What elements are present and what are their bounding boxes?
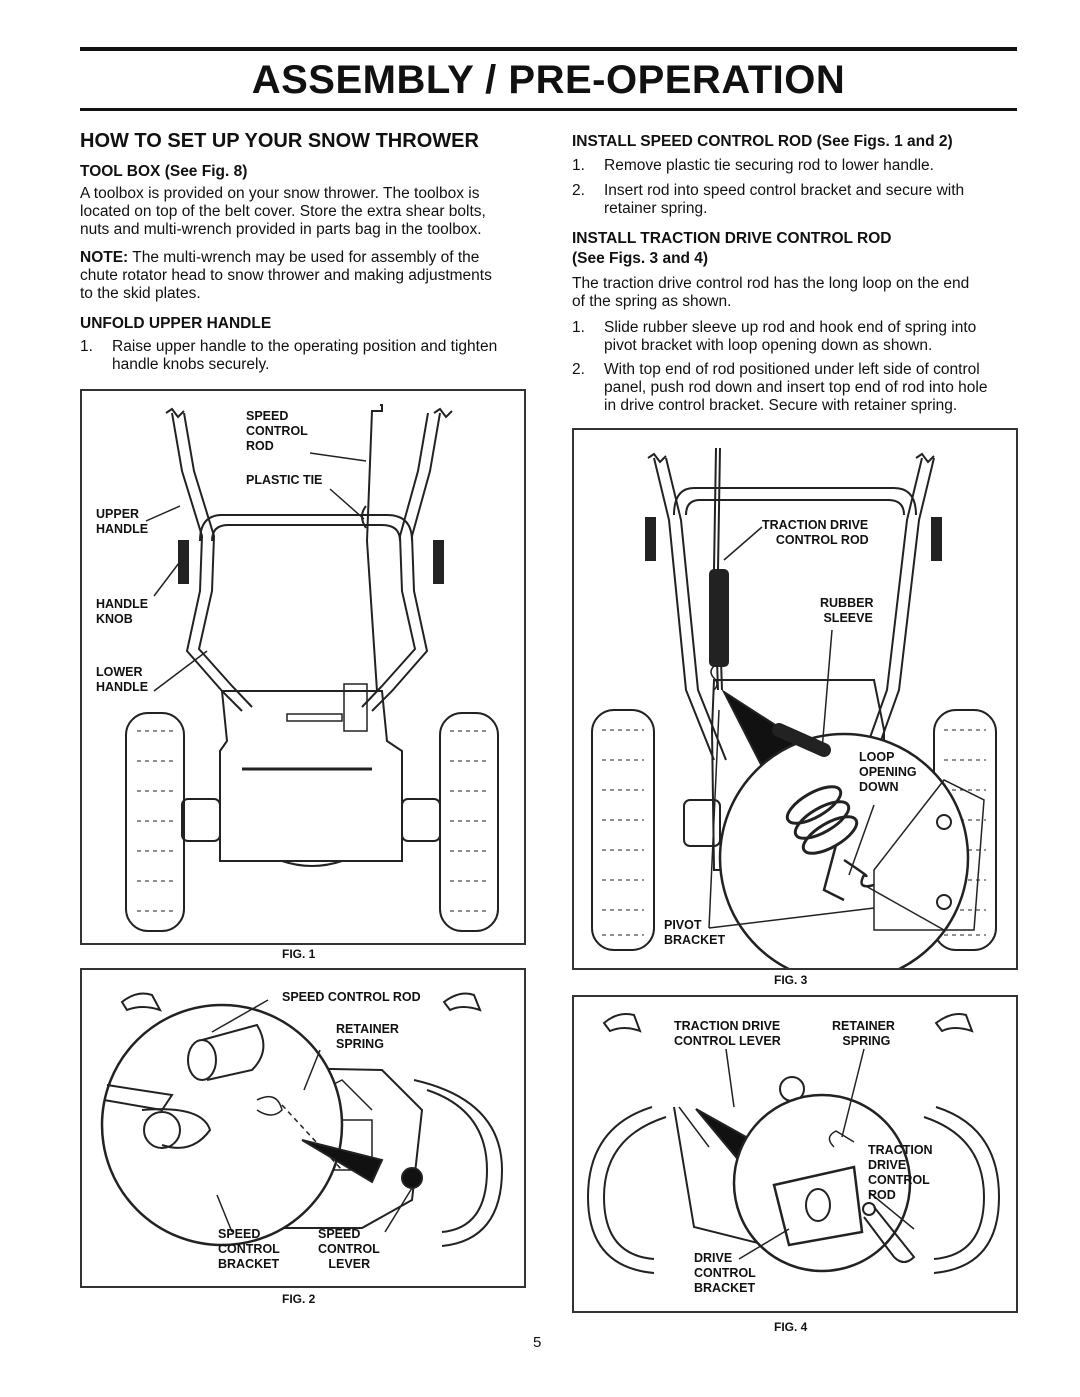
figure-1: SPEED CONTROL ROD PLASTIC TIE UPPER HAND… [80,389,526,945]
fig1-caption: FIG. 1 [282,947,316,961]
unfold-step-line-2: handle knobs securely. [112,356,270,373]
fig1-label-plastic-tie: PLASTIC TIE [246,473,323,487]
toolbox-line-1: A toolbox is provided on your snow throw… [80,185,480,202]
figure-3-drawing [591,447,997,968]
toolbox-paragraph: A toolbox is provided on your snow throw… [80,185,525,239]
fig3-caption: FIG. 3 [774,973,808,987]
toolbox-line-2: located on top of the belt cover. Store … [80,203,486,220]
fig2-label-speed-control-rod: SPEED CONTROL ROD [282,990,421,1004]
toolbox-heading: TOOL BOX (See Fig. 8) [80,163,248,180]
traction-step-1: 1. Slide rubber sleeve up rod and hook e… [572,319,977,354]
fig1-label-upper-handle: UPPER HANDLE [96,507,149,536]
fig4-label-retainer-spring: RETAINER SPRING [832,1019,895,1048]
top-rule [80,47,1017,51]
fig1-label-speed-control-rod: SPEED CONTROL ROD [246,409,308,453]
traction-intro: The traction drive control rod has the l… [572,275,970,310]
note-line-2: chute rotator head to snow thrower and m… [80,267,492,284]
title-underline [80,108,1017,111]
page-number: 5 [533,1334,542,1351]
fig4-label-traction-drive-control-lever: TRACTION DRIVE CONTROL LEVER [674,1019,781,1048]
figure-1-drawing [125,404,499,932]
figure-4-drawing [586,1013,1001,1274]
fig1-label-handle-knob: HANDLE KNOB [96,597,149,626]
toolbox-line-3: nuts and multi-wrench provided in parts … [80,221,482,238]
fig4-label-drive-control-bracket: DRIVE CONTROL BRACKET [694,1251,756,1295]
note-line-3: to the skid plates. [80,285,201,302]
speed-rod-heading: INSTALL SPEED CONTROL ROD (See Figs. 1 a… [572,133,953,150]
unfold-step-number: 1. [80,338,93,355]
figure-2-drawing [100,992,504,1247]
fig3-label-traction-drive-control-rod: TRACTION DRIVE CONTROL ROD [762,518,869,547]
note-paragraph: NOTE: The multi-wrench may be used for a… [80,249,525,303]
figure-3: TRACTION DRIVE CONTROL ROD RUBBER SLEEVE… [572,428,1018,970]
fig2-label-speed-control-bracket: SPEED CONTROL BRACKET [218,1227,280,1271]
page-title: ASSEMBLY / PRE-OPERATION [251,58,846,102]
note-label: NOTE: [80,249,129,266]
fig3-label-pivot-bracket: PIVOT BRACKET [664,918,726,947]
figure-4: TRACTION DRIVE CONTROL LEVER RETAINER SP… [572,995,1018,1313]
fig4-caption: FIG. 4 [774,1320,808,1334]
fig2-label-speed-control-lever: SPEED CONTROL LEVER [318,1227,380,1271]
unfold-heading: UNFOLD UPPER HANDLE [80,315,272,332]
figure-2: SPEED CONTROL ROD RETAINER SPRING SPEED … [80,968,526,1288]
unfold-step: 1. Raise upper handle to the operating p… [80,338,525,378]
section-title: HOW TO SET UP YOUR SNOW THROWER [80,130,479,152]
unfold-step-line-1: Raise upper handle to the operating posi… [112,338,498,355]
traction-rod-heading: INSTALL TRACTION DRIVE CONTROL ROD (See … [572,230,892,267]
traction-step-2: 2. With top end of rod positioned under … [572,361,988,414]
speed-step-2: 2. Insert rod into speed control bracket… [572,182,965,217]
fig2-label-retainer-spring: RETAINER SPRING [336,1022,399,1051]
fig2-caption: FIG. 2 [282,1292,316,1306]
fig1-label-lower-handle: LOWER HANDLE [96,665,149,694]
note-line-1: The multi-wrench may be used for assembl… [128,249,480,266]
fig3-label-rubber-sleeve: RUBBER SLEEVE [820,596,874,625]
speed-step-1: 1. Remove plastic tie securing rod to lo… [572,157,934,174]
fig3-label-loop-opening-down: LOOP OPENING DOWN [859,750,917,794]
fig4-label-traction-drive-control-rod: TRACTION DRIVE CONTROL ROD [868,1143,933,1202]
